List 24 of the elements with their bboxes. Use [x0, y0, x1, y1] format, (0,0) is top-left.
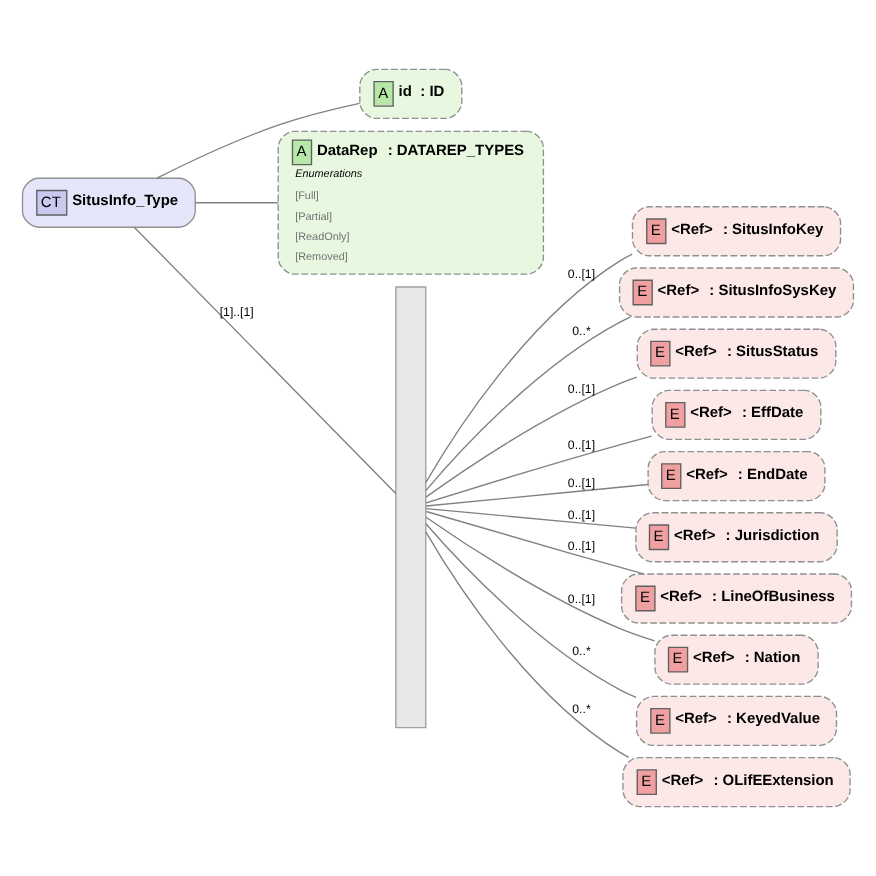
node-box: E <Ref> : SitusInfoKey	[631, 206, 842, 257]
connector	[134, 226, 397, 495]
connector	[156, 102, 361, 179]
node-box: E <Ref> : KeyedValue	[635, 695, 838, 747]
connector	[425, 316, 631, 492]
node-box: E <Ref> : OLifEExtension	[622, 756, 851, 808]
connector	[425, 483, 649, 507]
node-box: E <Ref> : SitusInfoSysKey	[618, 267, 855, 318]
connector	[194, 202, 279, 204]
connector	[425, 507, 637, 529]
node-box: A id : ID	[359, 68, 463, 120]
node-bar	[395, 286, 427, 729]
connector	[425, 253, 633, 484]
connector	[425, 523, 637, 699]
node-box: E <Ref> : Jurisdiction	[635, 512, 838, 563]
node-box: E <Ref> : SitusStatus	[636, 328, 837, 379]
node-box: E <Ref> : Nation	[654, 634, 819, 685]
node-box: CT SitusInfo_Type	[21, 177, 196, 228]
node-box: E <Ref> : EffDate	[651, 389, 822, 441]
connector	[425, 435, 653, 504]
node-box: E <Ref> : EndDate	[647, 450, 826, 502]
connector	[425, 376, 638, 498]
node-box: E <Ref> : LineOfBusiness	[620, 573, 853, 624]
connector	[425, 531, 630, 759]
